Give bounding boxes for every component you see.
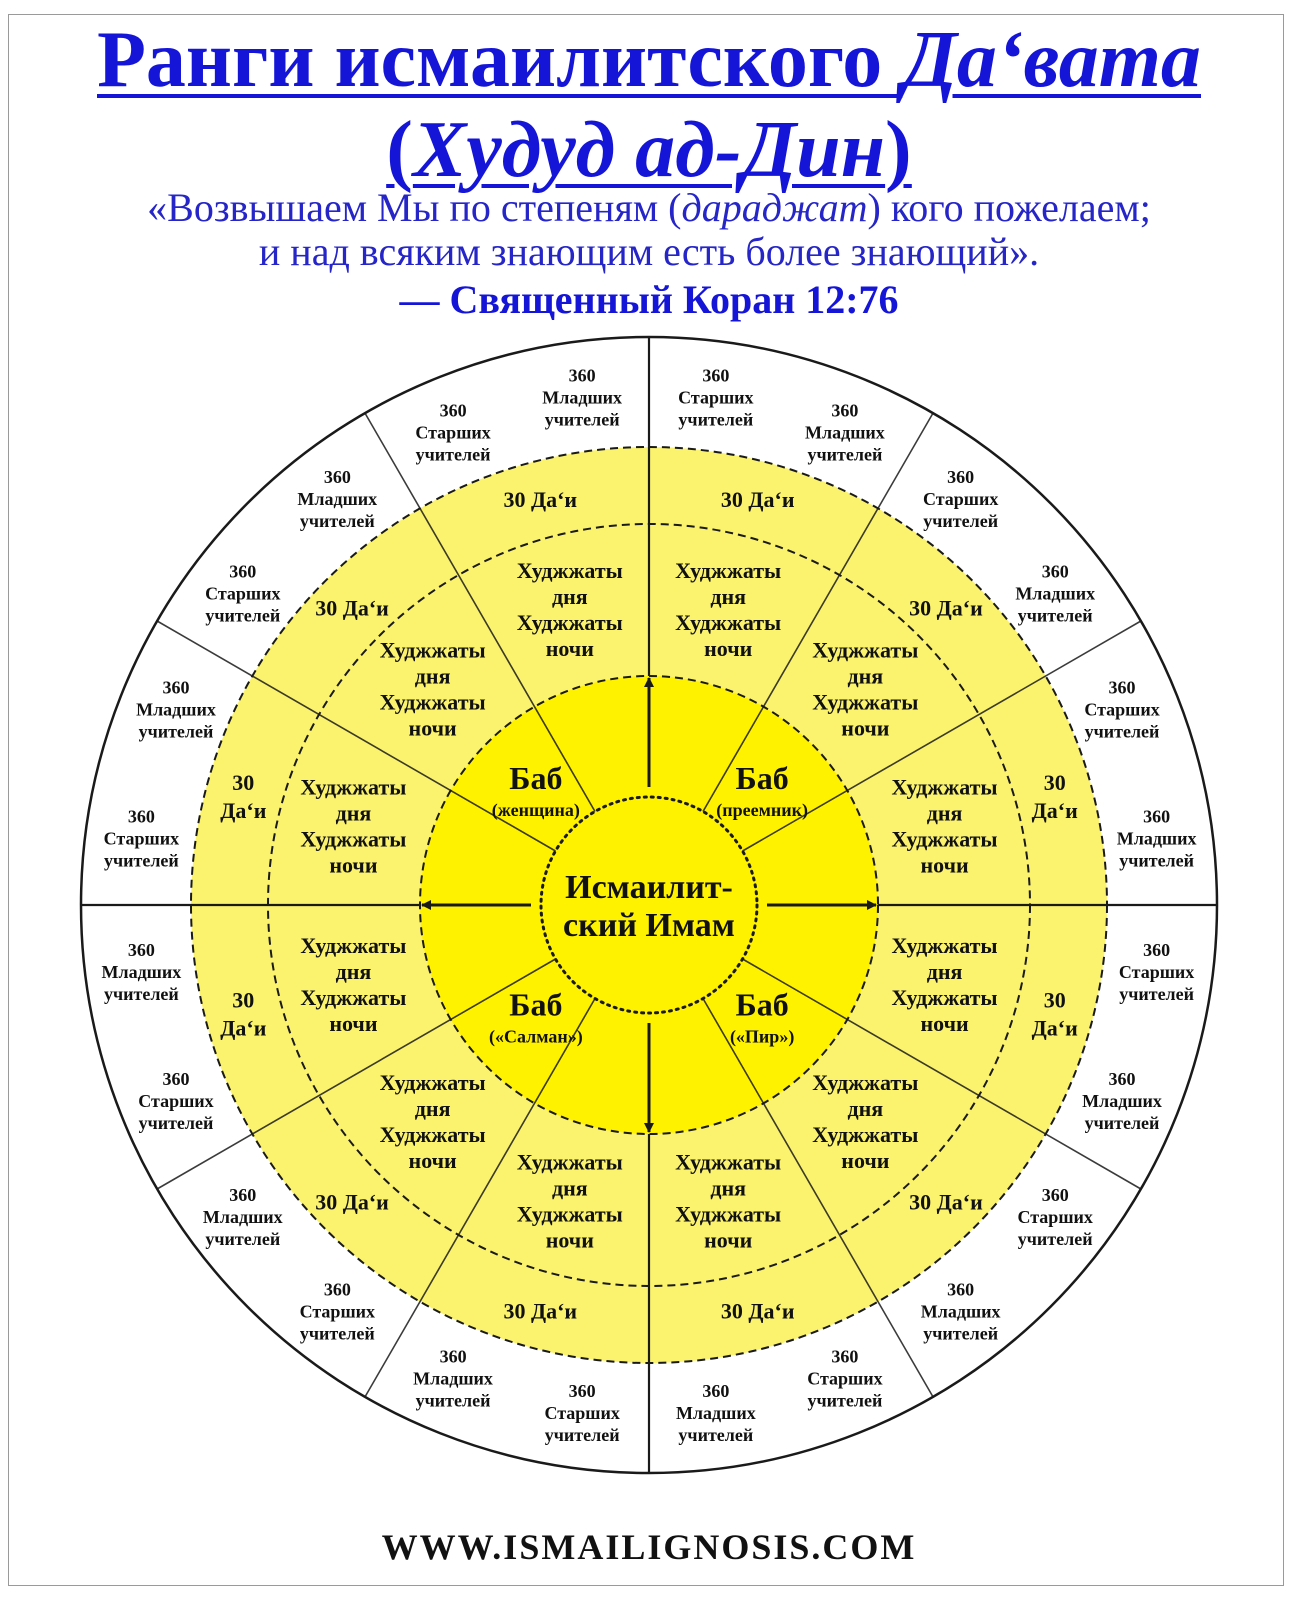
dai-label: 30 Даʻи <box>721 487 795 512</box>
sector-divider <box>742 958 1142 1190</box>
website-url: WWW.ISMAILIGNOSIS.COM <box>381 1527 917 1567</box>
quote-source: — Священный Коран 12:76 <box>399 277 899 322</box>
sector-divider <box>156 958 556 1190</box>
dai-label: 30 Даʻи <box>315 1190 389 1215</box>
sector-divider <box>156 620 556 852</box>
dai-label: 30 Даʻи <box>315 596 389 621</box>
bab-label: Баб <box>736 760 789 796</box>
dai-label: 30 Даʻи <box>909 1190 983 1215</box>
sector-divider <box>364 998 596 1398</box>
bab-label: Баб <box>509 760 562 796</box>
quote-line-2: и над всяким знающим есть более знающий»… <box>258 229 1040 274</box>
bab-label: Баб <box>736 986 789 1022</box>
sector-divider <box>702 412 934 812</box>
dai-label: 30 Даʻи <box>721 1298 795 1323</box>
imam-circle <box>539 795 759 1015</box>
page-subtitle: (Худуд ад-Дин) <box>386 106 912 194</box>
quote-line-1: «Возвышаем Мы по степеням (дараджат) ког… <box>147 185 1151 230</box>
sector-divider <box>702 998 934 1398</box>
bab-role-label: («Пир») <box>730 1026 794 1047</box>
bab-label: Баб <box>509 986 562 1022</box>
bab-role-label: (женщина) <box>492 800 580 821</box>
page-title: Ранги исмаилитского Даʻвата <box>97 16 1201 104</box>
dai-label: 30 Даʻи <box>503 1298 577 1323</box>
sector-divider <box>742 620 1142 852</box>
dai-label: 30 Даʻи <box>503 487 577 512</box>
bab-role-label: («Салман») <box>489 1026 583 1047</box>
bab-role-label: (преемник) <box>716 800 808 821</box>
dai-label: 30 Даʻи <box>909 596 983 621</box>
page-frame <box>8 14 1284 1586</box>
sector-divider <box>364 412 596 812</box>
imam-label: Исмаилит-ский Имам <box>563 869 735 944</box>
